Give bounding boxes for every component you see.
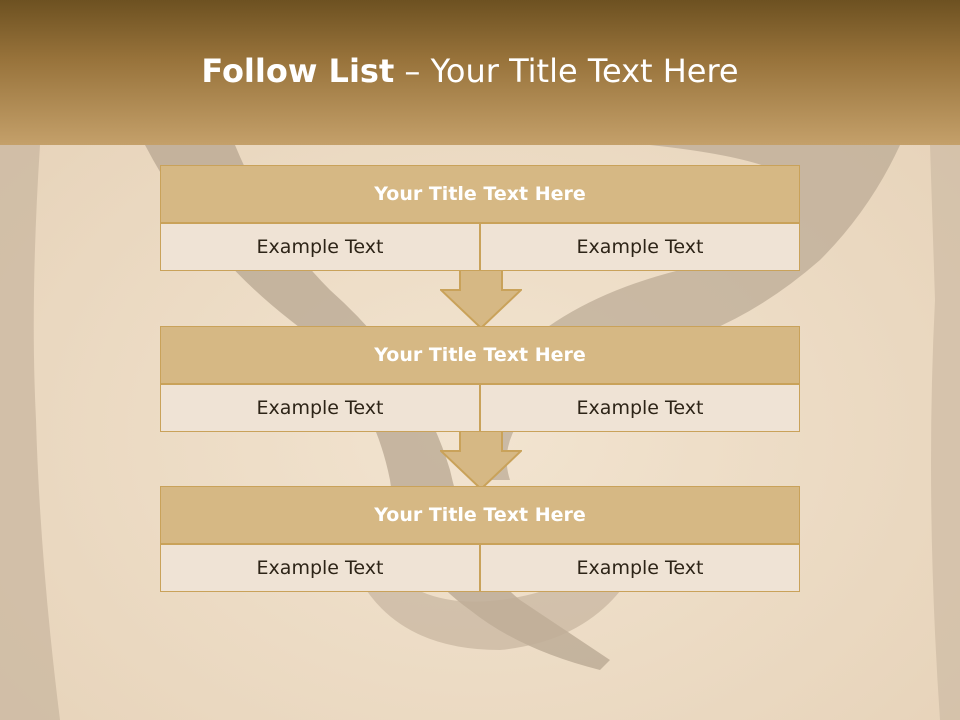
title-rest: – Your Title Text Here [394, 52, 739, 90]
block-heading: Your Title Text Here [160, 326, 800, 384]
block-cell-left: Example Text [160, 384, 480, 432]
title-bar: Follow List – Your Title Text Here [0, 0, 960, 145]
block-cell-right: Example Text [480, 544, 800, 592]
block-row: Example Text Example Text [160, 223, 800, 271]
block-cell-left: Example Text [160, 223, 480, 271]
title-strong: Follow List [201, 52, 395, 90]
block-cell-right: Example Text [480, 384, 800, 432]
block-row: Example Text Example Text [160, 544, 800, 592]
down-arrow-icon [440, 270, 522, 330]
block-row: Example Text Example Text [160, 384, 800, 432]
block-cell-left: Example Text [160, 544, 480, 592]
block-heading: Your Title Text Here [160, 165, 800, 223]
slide-title: Follow List – Your Title Text Here [0, 52, 940, 90]
down-arrow-icon [440, 431, 522, 491]
block-cell-right: Example Text [480, 223, 800, 271]
block-heading: Your Title Text Here [160, 486, 800, 544]
